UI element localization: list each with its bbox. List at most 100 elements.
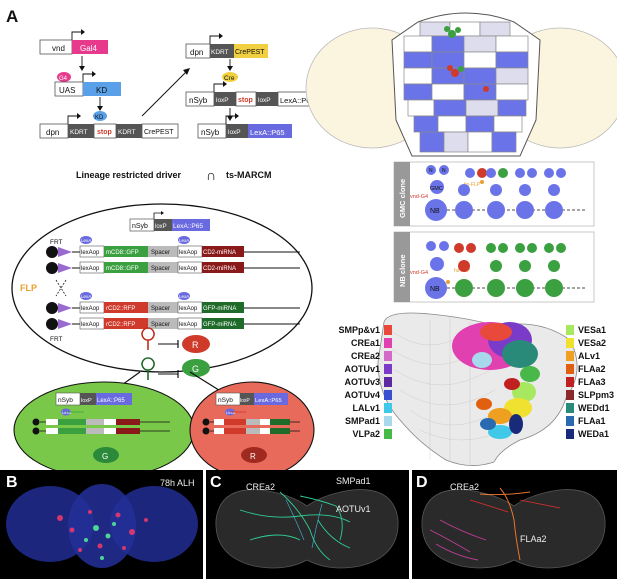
legend-swatch	[384, 351, 392, 361]
kd-badge-label: KD	[95, 115, 104, 121]
dpn-label-1: dpn	[46, 128, 59, 137]
dpn-label-2: dpn	[190, 48, 203, 57]
nsyb-label-2: nSyb	[201, 128, 220, 137]
flp-label: FLP	[20, 283, 37, 293]
legend-swatch	[566, 416, 574, 426]
hs-flp-label-1: hs-FLP	[464, 182, 481, 188]
loxp-label-green: loxP	[81, 398, 92, 404]
panel-c-brain	[215, 489, 399, 569]
lexaop-label-6: lexAop	[179, 306, 198, 312]
lexaop-label-2: lexAop	[179, 250, 198, 256]
rcd2-rfp-label-1: rCD2::RFP	[106, 306, 135, 312]
legend-item-label: ALv1	[578, 351, 601, 361]
legend-item-label: CREa1	[350, 338, 380, 348]
uas-label: UAS	[59, 86, 75, 95]
red-outcome: nSyb loxP LexA::P65 LexA R	[189, 381, 315, 479]
lexaop-label-7: lexAop	[81, 322, 100, 328]
legend-swatch	[384, 325, 392, 335]
g4-badge-label: G4	[59, 76, 68, 82]
gmc-label: GMC	[430, 186, 443, 192]
legend-item-label: SMPp&v1	[338, 325, 380, 335]
legend-swatch	[384, 416, 392, 426]
legend-swatch	[566, 377, 574, 387]
nb-clone-box: NB clone NB vnd-G4 hs-FLP	[393, 231, 595, 303]
legend-item-label: AOTUv1	[344, 364, 380, 374]
legend-item-label: AOTUv3	[344, 377, 380, 387]
lexa-p65-label-2: LexA::P65	[250, 128, 285, 137]
vnd-g4-label-1: vnd-G4	[410, 194, 428, 200]
legend-item-label: FLAa2	[578, 364, 606, 374]
loxp-label-4: loxP	[155, 224, 167, 230]
loxp-label-red: loxP	[240, 398, 250, 404]
legend-item-label: FLAa3	[578, 377, 606, 387]
vnd-g4-label-2: vnd-G4	[410, 270, 428, 276]
lineage-driver-text: Lineage restricted driver	[76, 170, 182, 180]
intersection-line: Lineage restricted driver ∩ ts-MARCM	[76, 167, 272, 183]
lexaop-label-4: lexAop	[179, 266, 198, 272]
panel-c-aotuv1-label: AOTUv1	[336, 504, 371, 514]
legend-swatch	[566, 364, 574, 374]
legend-item-label: LALv1	[352, 403, 380, 413]
adult-brain-atlas	[377, 312, 578, 466]
mcd8-gfp-label-2: mCD8::GFP	[106, 266, 139, 272]
intersection-symbol: ∩	[206, 167, 216, 183]
legend-item-label: SLPpm3	[578, 390, 615, 400]
panel-d-crea2-label: CREa2	[450, 482, 480, 492]
gal4-label: Gal4	[80, 44, 97, 53]
lexa-badge-4: LexA	[179, 294, 189, 299]
kdrt-label-3: KDRT	[211, 49, 229, 56]
legend-item-label: AOTUv4	[344, 390, 380, 400]
gal4-kd-cascade: vnd Gal4 G4 UAS KD KD dpn KDRT stop KDRT…	[39, 29, 190, 139]
lexaop-label-1: lexAop	[81, 250, 100, 256]
legend-item-label: WEDd1	[578, 403, 610, 413]
kdrt-label-2: KDRT	[118, 129, 136, 136]
legend-swatch	[384, 377, 392, 387]
lexa-p65-label-3: LexA::P65	[173, 223, 203, 230]
loxp-label-1: loxP	[216, 97, 229, 104]
lexa-p65-label-green: LexA::P65	[97, 398, 125, 404]
nb-clone-label: NB clone	[398, 254, 407, 287]
crepest-label-2: CrePEST	[235, 49, 265, 56]
gfp-mirna-label-1: GFP-miRNA	[203, 306, 236, 312]
panel-label-a: A	[6, 7, 18, 26]
kdrt-label-1: KDRT	[70, 129, 88, 136]
legend-swatch	[384, 390, 392, 400]
gmc-clone-label: GMC clone	[398, 179, 407, 218]
legend-swatch	[384, 429, 392, 439]
nsyb-label-red: nSyb	[218, 397, 233, 404]
crepest-label-1: CrePEST	[144, 129, 174, 136]
spacer-label-4: Spacer	[151, 322, 170, 328]
cre-cascade: dpn KDRT CrePEST Cre nSyb loxP stop loxP…	[185, 33, 323, 139]
g-cell-label: G	[192, 364, 199, 374]
legend-item-label: CREa2	[350, 351, 380, 361]
lexaop-label-3: lexAop	[81, 266, 100, 272]
stop-label-2: stop	[238, 97, 253, 104]
cre-badge-label: Cre	[224, 75, 235, 82]
panel-label-b: B	[6, 474, 18, 491]
nb-label-1: NB	[430, 208, 440, 215]
marcm-ellipse: nSyb loxP LexA::P65 FRT lexAop mCD8::GFP…	[11, 203, 313, 380]
larval-cns-schematic	[305, 12, 617, 157]
nb-label-2: NB	[430, 286, 440, 293]
legend-swatch	[566, 403, 574, 413]
legend-item-label: VESa2	[578, 338, 607, 348]
kd-label: KD	[96, 86, 107, 95]
legend-swatch	[384, 338, 392, 348]
mcd8-gfp-label-1: mCD8::GFP	[106, 250, 139, 256]
frt-label-bottom: FRT	[50, 336, 63, 343]
legend-item-label: VLPa2	[352, 429, 380, 439]
frt-label-top: FRT	[50, 239, 63, 246]
cd2-mirna-label-2: CD2-miRNA	[203, 266, 236, 272]
green-outcome-g: G	[102, 452, 108, 461]
lexa-badge-2: LexA	[179, 238, 189, 243]
red-outcome-r: R	[250, 452, 256, 461]
legend-item-label: FLAa1	[578, 416, 606, 426]
spacer-label-1: Spacer	[151, 250, 170, 256]
legend-swatch	[384, 403, 392, 413]
lexa-badge-1: LexA	[81, 238, 91, 243]
r-cell-label: R	[192, 340, 199, 350]
panel-label-c: C	[210, 474, 222, 491]
panel-b-brain	[6, 484, 198, 568]
